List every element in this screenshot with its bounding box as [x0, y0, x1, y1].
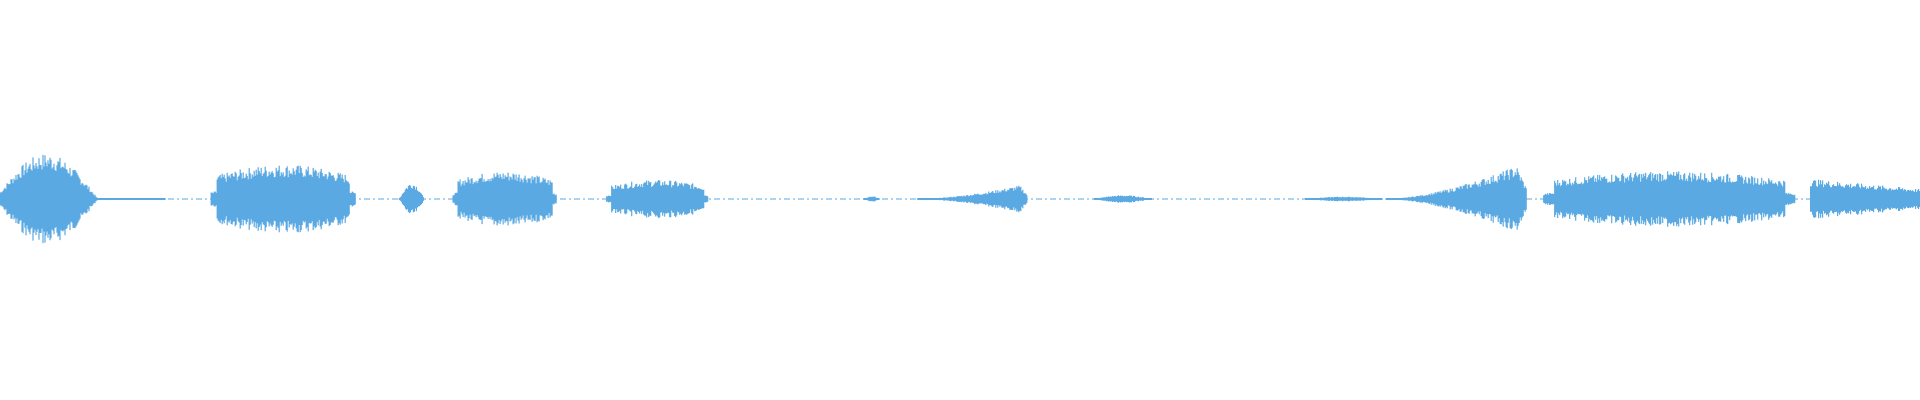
waveform-segment-3 — [398, 185, 424, 213]
waveform-segment-8 — [1093, 195, 1152, 203]
waveform-segment-1 — [0, 154, 166, 244]
waveform-segment-6 — [863, 196, 880, 202]
waveform-segment-11 — [1543, 171, 1796, 227]
waveform-segment-10 — [1385, 168, 1527, 230]
waveform-segment-12 — [1810, 179, 1920, 219]
waveform-segment-5 — [606, 180, 709, 218]
waveform-segment-9 — [1305, 196, 1383, 202]
waveform-segment-7 — [917, 185, 1028, 213]
waveform-segment-2 — [210, 165, 356, 233]
waveform-segment-4 — [452, 172, 557, 226]
